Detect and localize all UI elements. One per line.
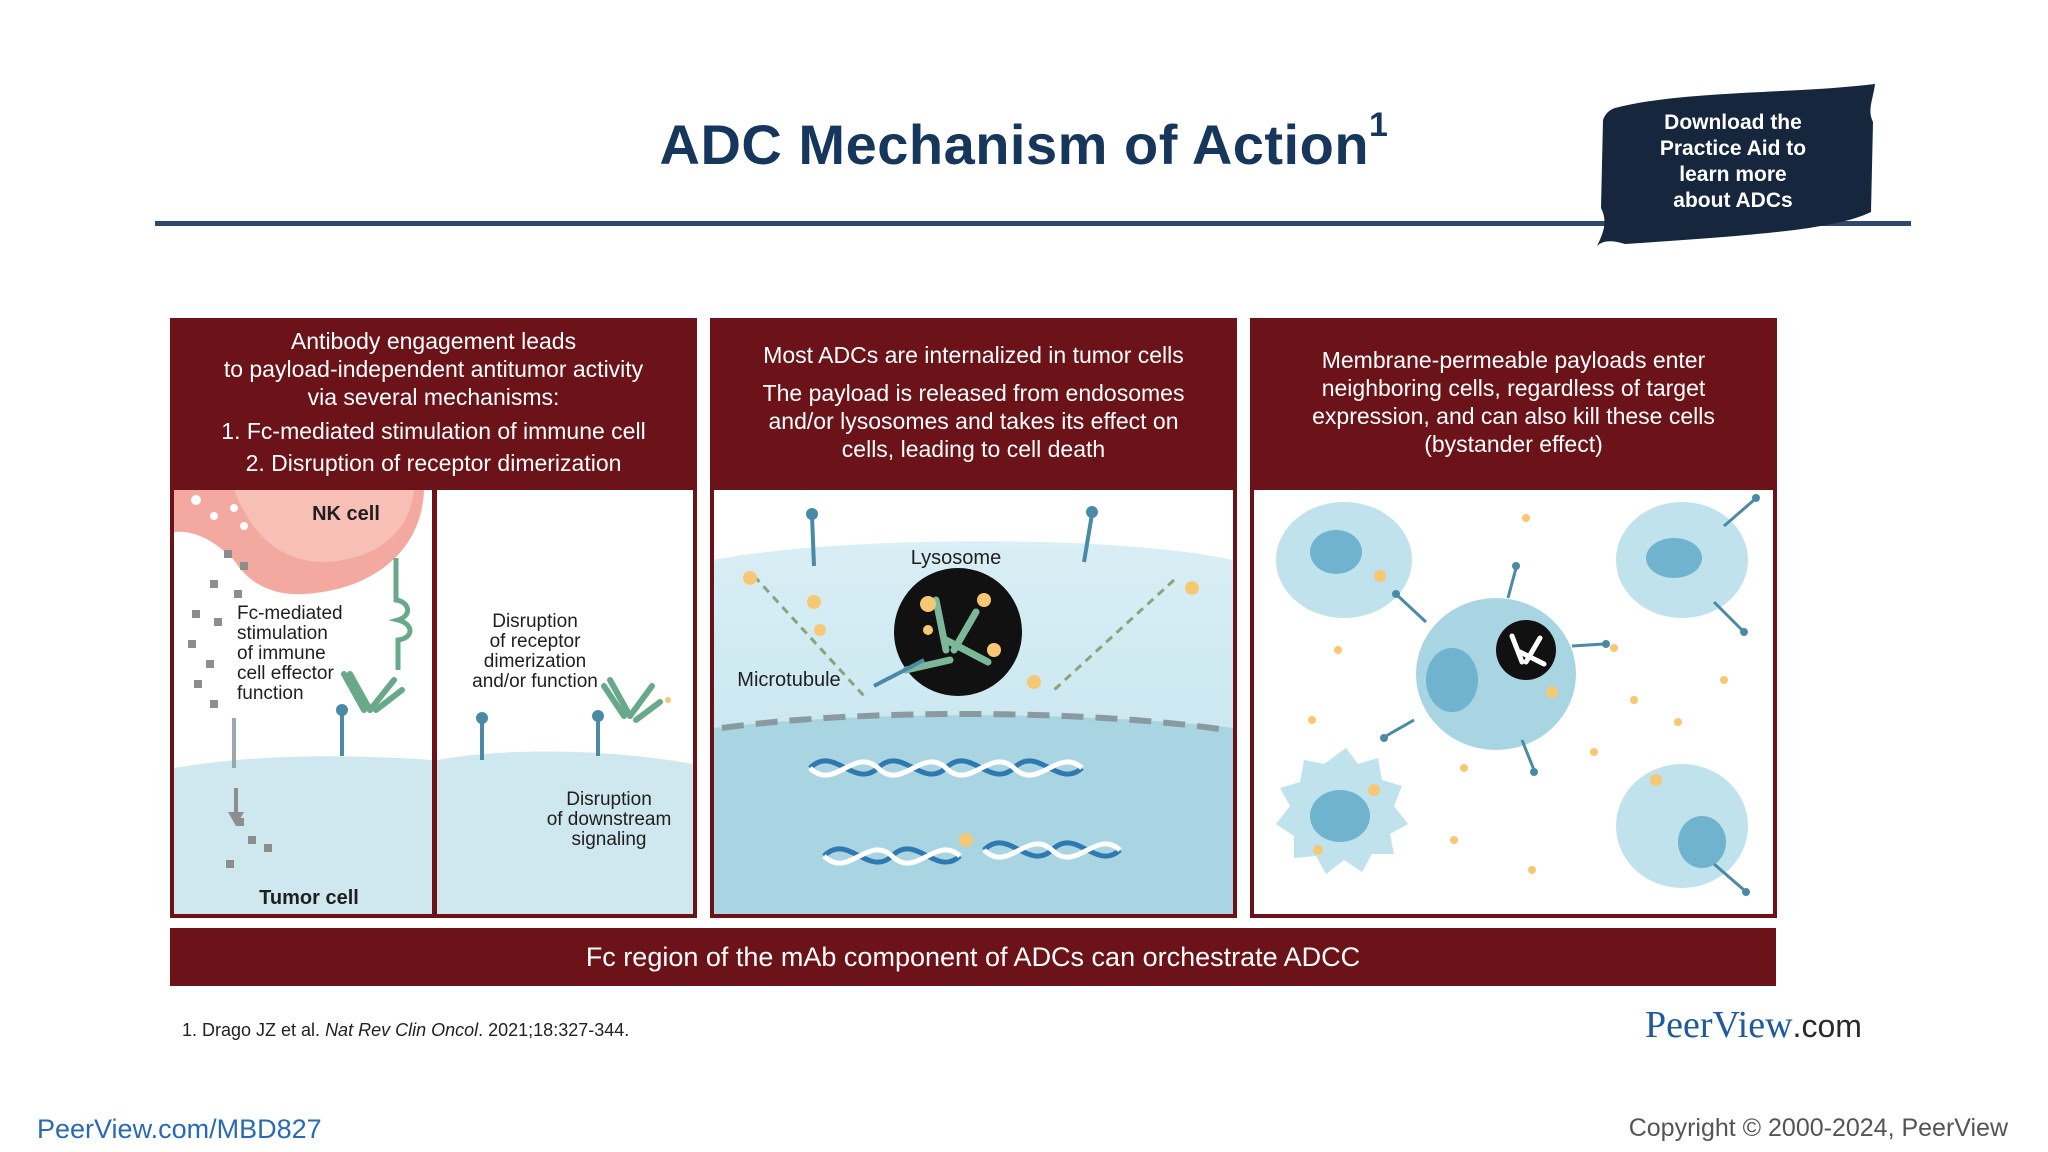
badge-brush-shape bbox=[1597, 84, 1875, 246]
panel-1-header-line: 1. Fc-mediated stimulation of immune cel… bbox=[221, 418, 646, 444]
slide-title: ADC Mechanism of Action1 bbox=[0, 106, 2048, 177]
panel-1-header-line: to payload-independent antitumor activit… bbox=[223, 356, 644, 382]
panel-2-header-line: Most ADCs are internalized in tumor cell… bbox=[763, 342, 1184, 368]
panel-1-header-line: via several mechanisms: bbox=[307, 384, 560, 410]
panel-1-header-line: Antibody engagement leads bbox=[290, 328, 577, 354]
reference-journal: Nat Rev Clin Oncol bbox=[325, 1020, 479, 1040]
badge-line-2: Practice Aid to bbox=[1659, 137, 1807, 160]
badge-line-1: Download the bbox=[1664, 111, 1802, 134]
reference-details: . 2021;18:327-344. bbox=[478, 1020, 630, 1040]
bystander-effect-diagram bbox=[1276, 494, 1760, 896]
fc-stimulation-label: Fc-mediated stimulation of immune cell e… bbox=[237, 604, 377, 704]
badge-line-4: about ADCs bbox=[1673, 189, 1793, 212]
panel-1-header-line: 2. Disruption of receptor dimerization bbox=[245, 450, 622, 476]
downstream-signaling-label: Disruption of downstream signaling bbox=[524, 789, 693, 850]
panel-1-header: Antibody engagement leads to payload-ind… bbox=[170, 318, 697, 486]
copyright-notice: Copyright © 2000-2024, PeerView bbox=[1628, 1114, 2008, 1142]
down-line: Disruption bbox=[566, 789, 652, 810]
internalization-diagram bbox=[714, 506, 1233, 914]
title-footnote-marker: 1 bbox=[1369, 106, 1389, 144]
brand-name: PeerView bbox=[1645, 1004, 1793, 1046]
tumor-cell-label: Tumor cell bbox=[259, 887, 359, 909]
badge-text: Download the Practice Aid to learn more … bbox=[1595, 110, 1871, 214]
panel-3-header: Membrane-permeable payloads enter neighb… bbox=[1250, 318, 1777, 486]
fc-stim-line: stimulation bbox=[237, 623, 328, 644]
nk-cell-label: NK cell bbox=[312, 503, 380, 525]
badge-line-3: learn more bbox=[1679, 163, 1787, 186]
panel-3-header-line: neighboring cells, regardless of target bbox=[1321, 375, 1706, 401]
reference-authors: 1. Drago JZ et al. bbox=[182, 1020, 326, 1040]
reference-citation: 1. Drago JZ et al. Nat Rev Clin Oncol. 2… bbox=[182, 1020, 629, 1041]
fc-stim-line: function bbox=[237, 683, 304, 704]
fc-stim-line: cell effector bbox=[237, 663, 334, 684]
disr-line: and/or function bbox=[472, 671, 598, 692]
panel-3-header-line: expression, and can also kill these cell… bbox=[1312, 403, 1715, 429]
disr-line: of receptor bbox=[489, 631, 581, 652]
panel-2-header-line: cells, leading to cell death bbox=[841, 436, 1106, 462]
download-practice-aid-button[interactable]: Download the Practice Aid to learn more … bbox=[1595, 80, 1885, 250]
microtubule-label: Microtubule bbox=[737, 669, 841, 691]
down-line: signaling bbox=[571, 829, 647, 850]
receptor-dimerization-label: Disruption of receptor dimerization and/… bbox=[450, 612, 620, 692]
down-line: of downstream bbox=[546, 809, 672, 830]
panel-2-header-line: and/or lysosomes and takes its effect on bbox=[768, 408, 1179, 434]
slide-title-text: ADC Mechanism of Action bbox=[659, 113, 1370, 176]
title-divider bbox=[155, 221, 1911, 226]
panel-2-header: Most ADCs are internalized in tumor cell… bbox=[710, 318, 1237, 486]
fc-stim-line: Fc-mediated bbox=[237, 603, 343, 624]
adcc-summary-bar: Fc region of the mAb component of ADCs c… bbox=[170, 928, 1776, 986]
lysosome-label: Lysosome bbox=[910, 547, 1002, 569]
disr-line: dimerization bbox=[483, 651, 587, 672]
program-link[interactable]: PeerView.com/MBD827 bbox=[37, 1114, 322, 1144]
peerview-logo: PeerView.com bbox=[1645, 1003, 1862, 1047]
panel-2-illustration: Lysosome Microtubule bbox=[710, 486, 1237, 918]
panel-3-illustration bbox=[1250, 486, 1777, 918]
panel-3-header-line: (bystander effect) bbox=[1424, 431, 1603, 457]
antibody-engagement-diagram bbox=[174, 490, 693, 914]
panel-2-header-line: The payload is released from endosomes bbox=[762, 380, 1185, 406]
panel-1-illustration: NK cell Fc-mediated stimulation of immun… bbox=[170, 486, 697, 918]
fc-stim-line: of immune bbox=[237, 643, 326, 664]
disr-line: Disruption bbox=[492, 611, 578, 632]
brand-suffix: .com bbox=[1792, 1008, 1862, 1044]
panel-3-header-line: Membrane-permeable payloads enter bbox=[1321, 347, 1706, 373]
